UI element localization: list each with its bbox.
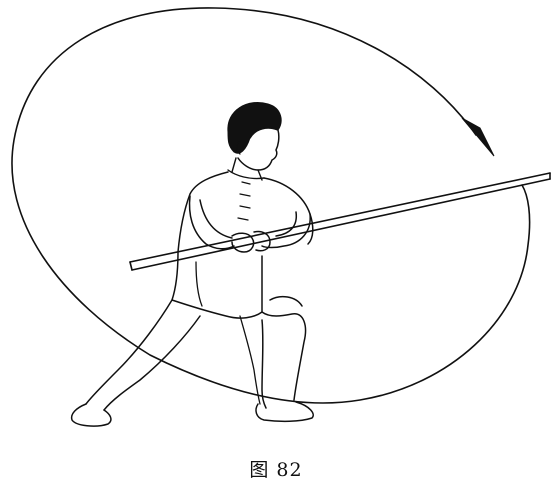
practitioner-figure — [70, 102, 314, 427]
hands — [231, 230, 271, 253]
staff-sweep-trajectory — [11, 7, 531, 404]
left-leg — [85, 299, 201, 411]
face — [237, 127, 280, 171]
right-leg — [261, 295, 307, 409]
figure-caption: 图 82 — [249, 459, 303, 481]
trajectory-arrowhead — [461, 117, 495, 157]
right-foot — [255, 401, 314, 423]
staff — [129, 172, 551, 271]
jacket — [177, 171, 314, 253]
left-foot — [70, 403, 112, 427]
